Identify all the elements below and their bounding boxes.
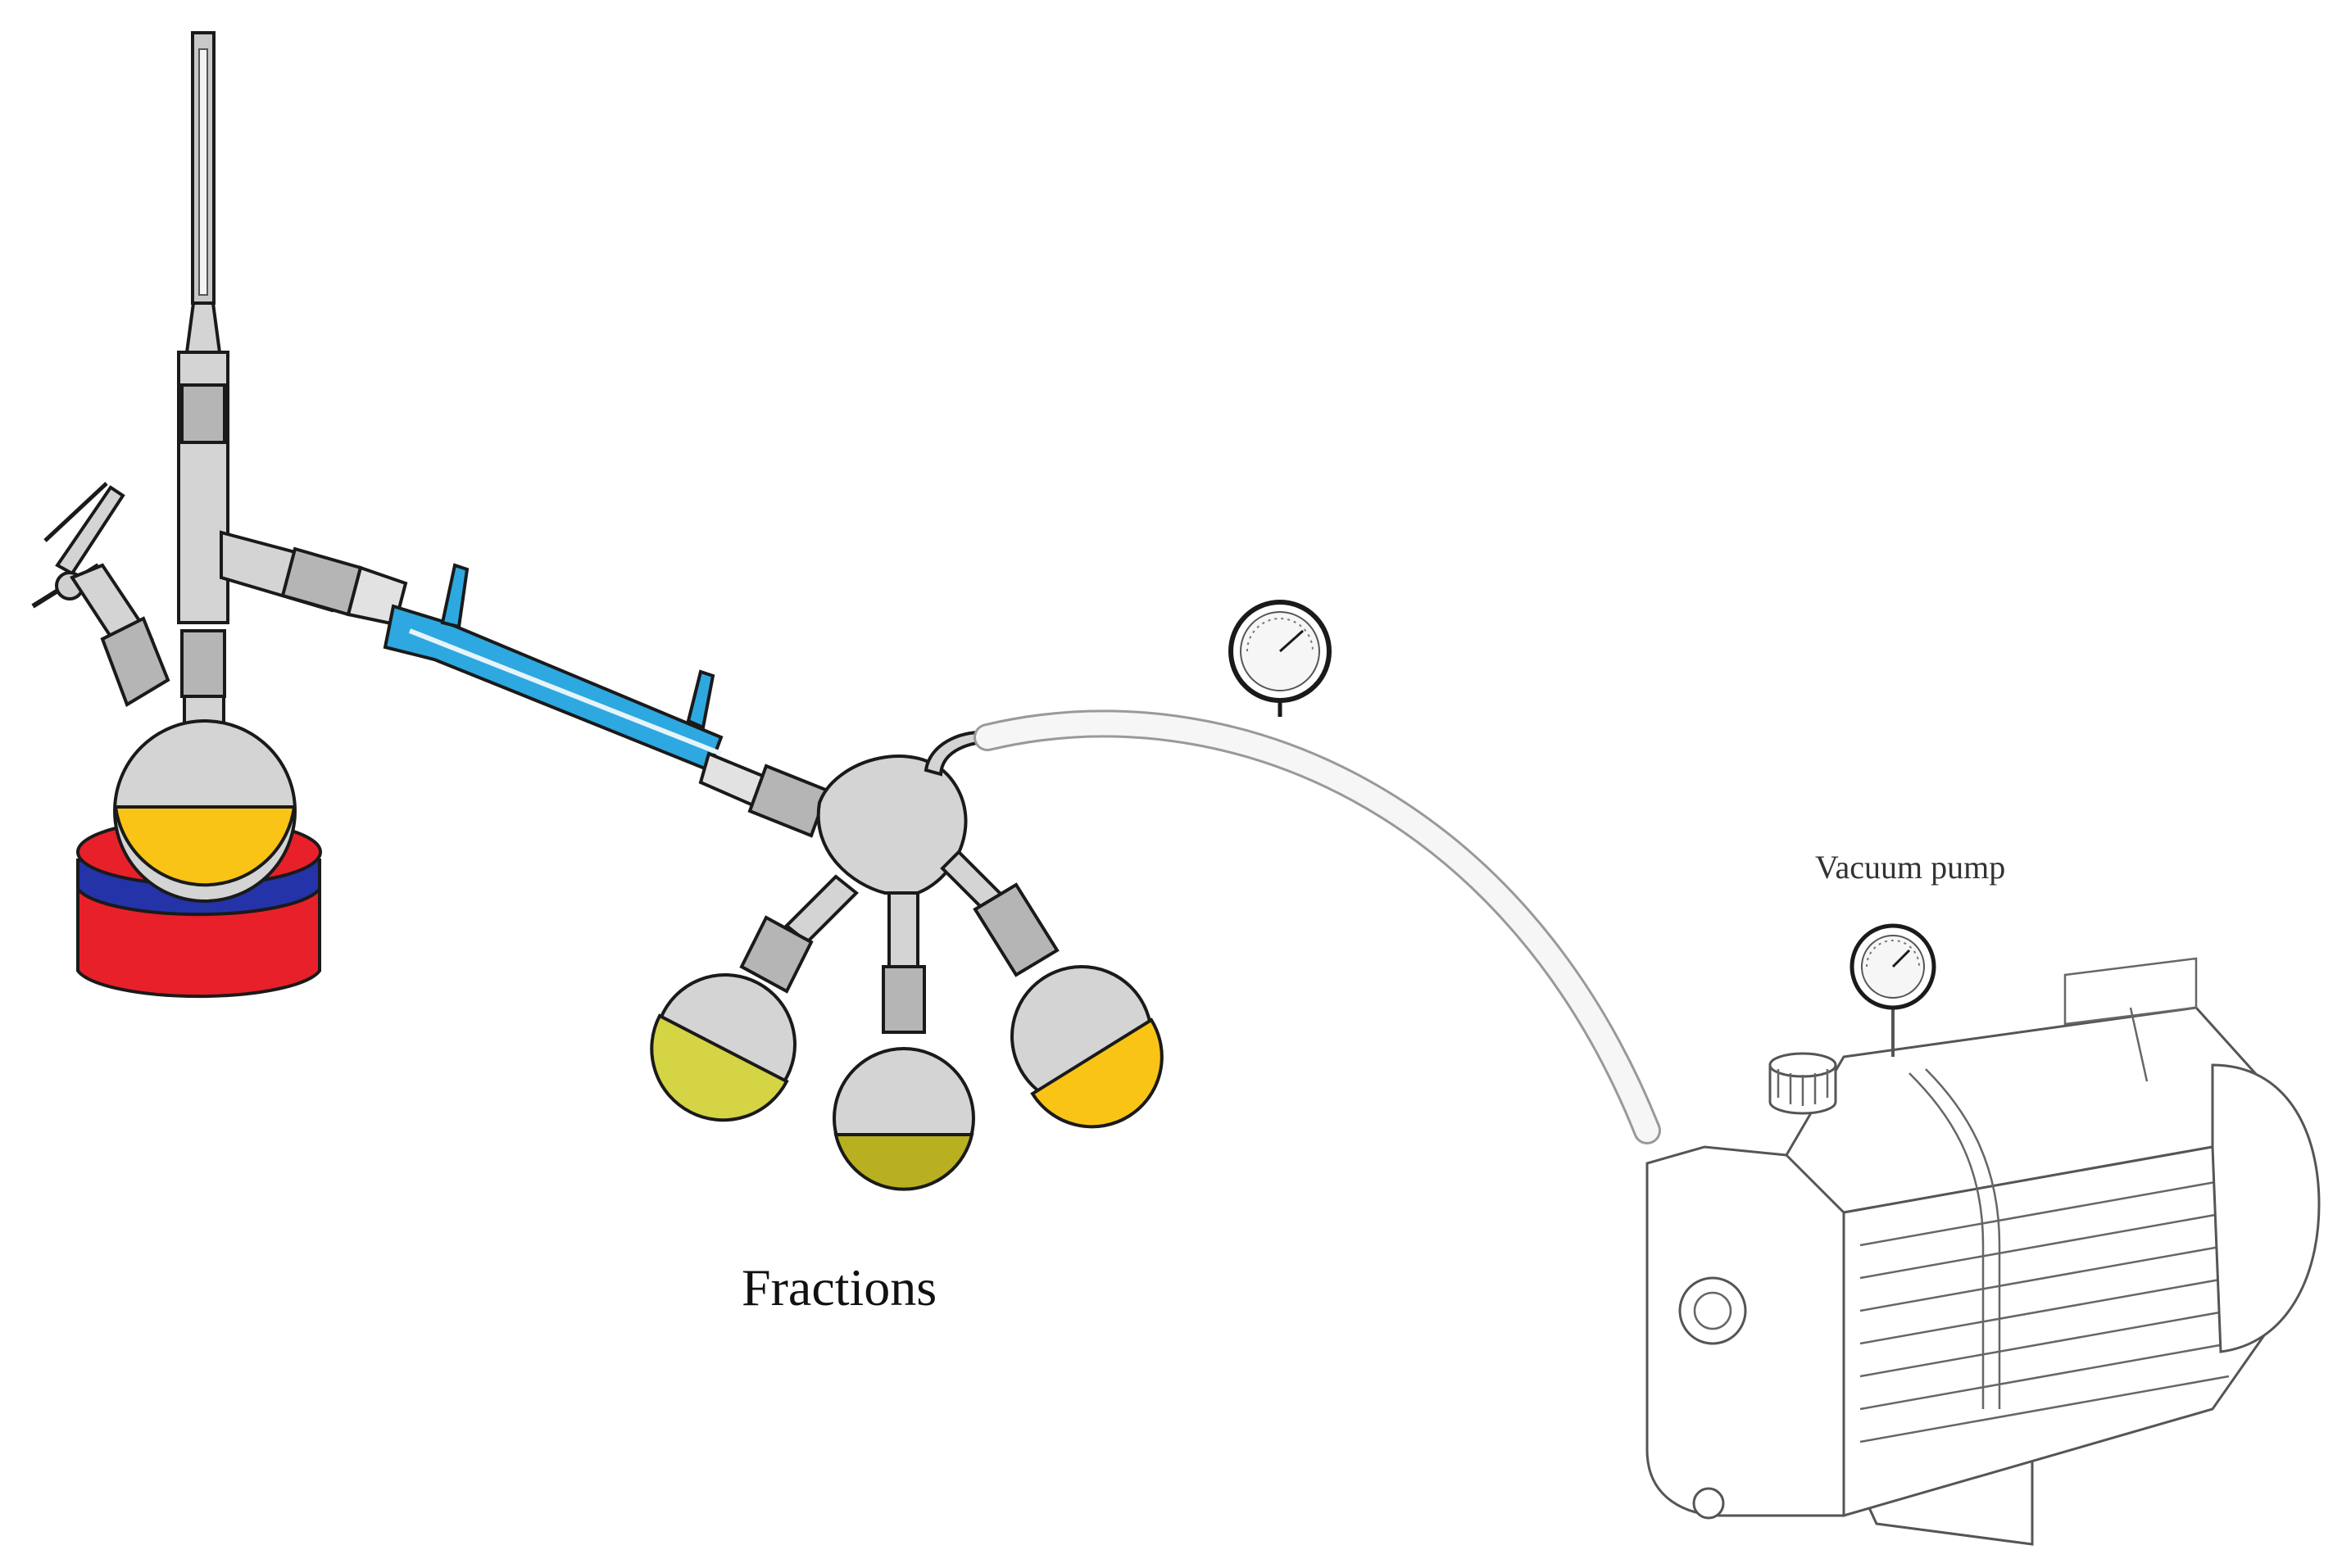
fraction-flask-1 (650, 915, 814, 1122)
boiling-liquid (113, 805, 297, 887)
inlet-joint (100, 616, 170, 707)
water-inlet (440, 563, 470, 629)
vacuum-hose (974, 709, 1661, 1144)
pump-pressure-gauge-icon (1849, 923, 1936, 1057)
boiling-flask (113, 695, 297, 903)
adapter-joint (747, 764, 830, 838)
liebig-condenser (383, 563, 830, 838)
thermometer-adapter-joint (180, 383, 226, 444)
fractions-label: Fractions (742, 1258, 937, 1316)
vacuum-pump-label: Vacuum pump (1815, 849, 2006, 886)
fraction-joint-2 (882, 965, 926, 1034)
heater-body (76, 883, 321, 999)
side-arm-joint (280, 546, 363, 617)
fraction-joint-1 (739, 915, 814, 994)
water-outlet (686, 669, 715, 730)
vacuum-pump (1645, 923, 2321, 1546)
pump-cooling-fins (1859, 1178, 2230, 1443)
pressure-gauge-icon (1228, 600, 1332, 717)
fraction-flask-3 (973, 882, 1164, 1129)
flask-joint (180, 629, 226, 698)
fraction-flask-2 (833, 965, 975, 1191)
fraction-joint-3 (973, 882, 1060, 977)
distillation-head (177, 351, 408, 698)
thermometer-icon (184, 31, 222, 354)
stopcock-adapter (31, 482, 170, 707)
oil-fill-cap (1768, 1052, 1837, 1115)
cow-receiver-adapter (784, 731, 1010, 968)
